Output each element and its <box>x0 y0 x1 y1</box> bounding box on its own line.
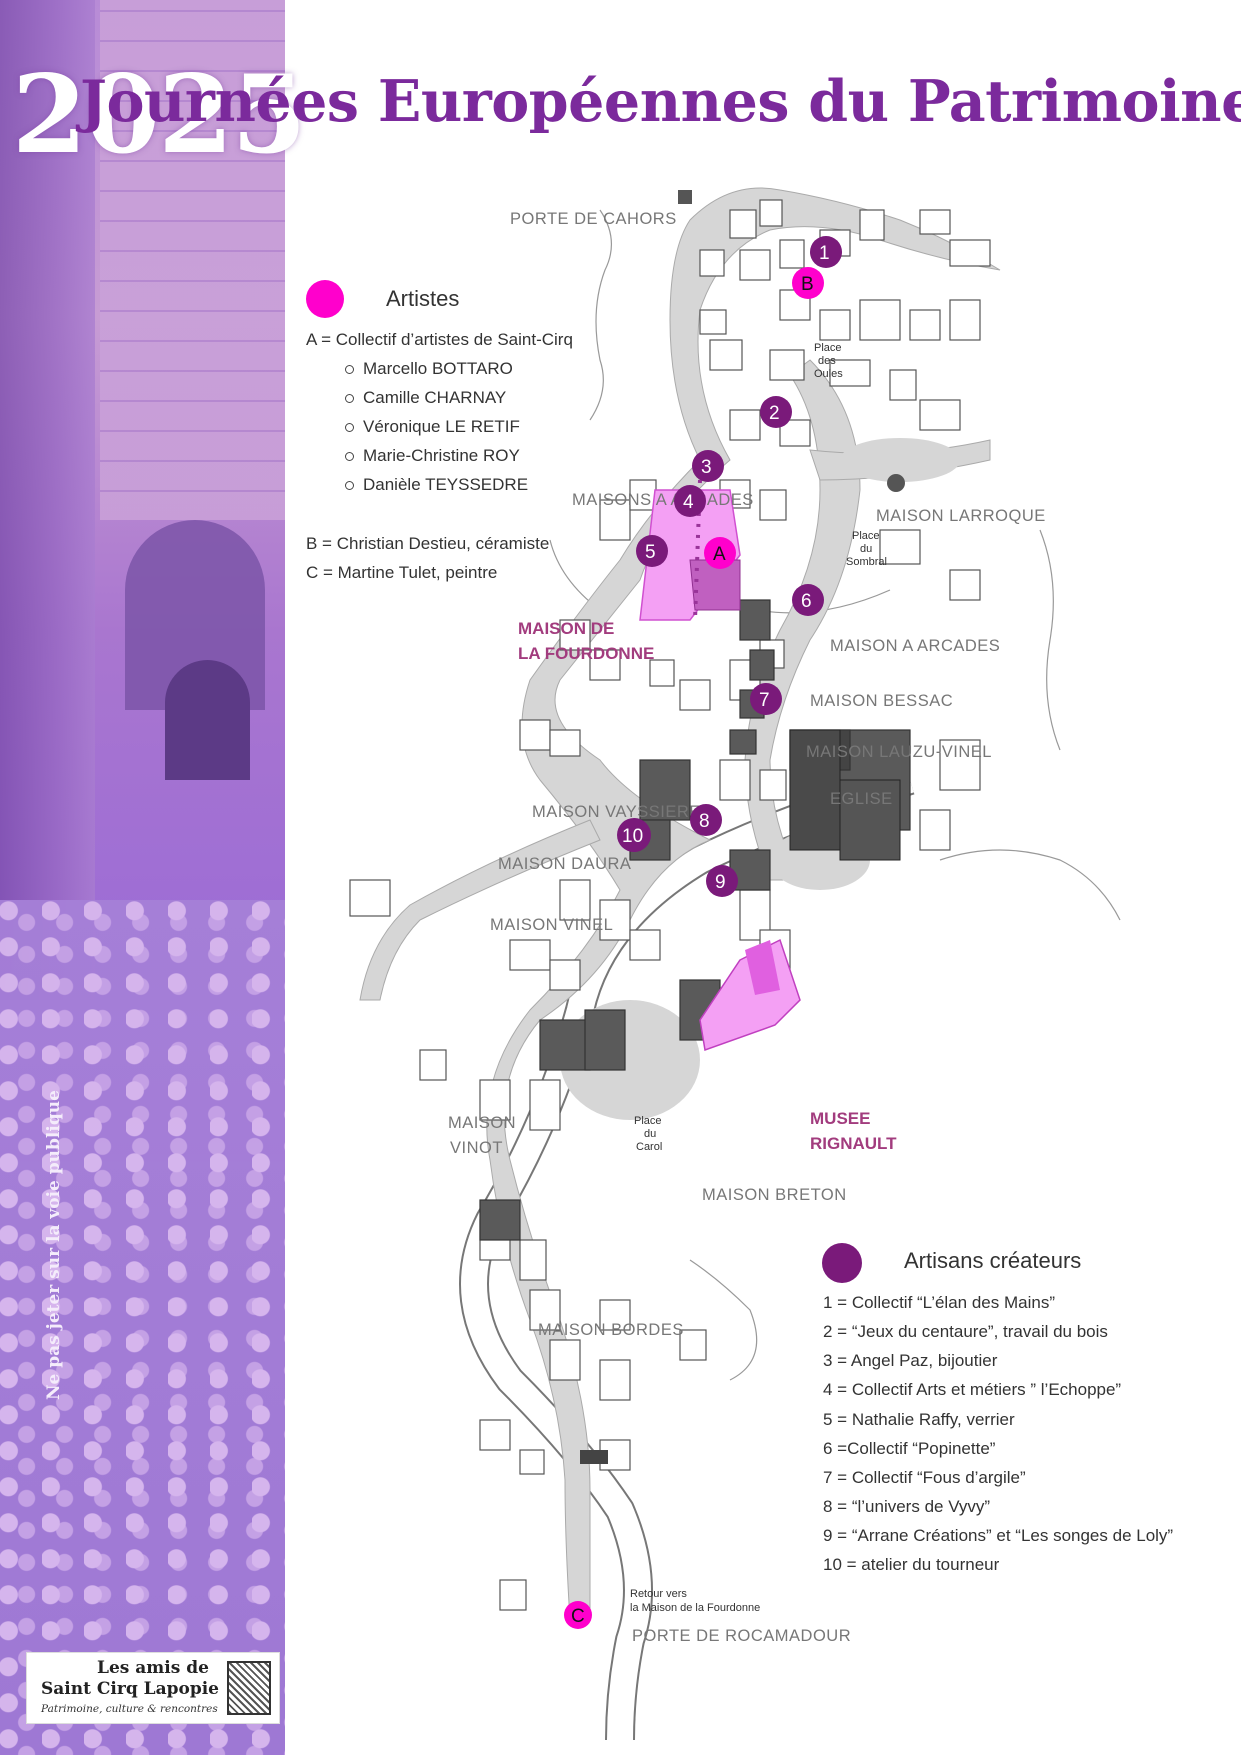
artist-c-label: C = Martine Tulet, peintre <box>306 563 498 582</box>
main-street <box>486 187 1001 1621</box>
artisan-item: 3 = Angel Paz, bijoutier <box>823 1351 998 1370</box>
photo-wall <box>0 0 95 1000</box>
side-photo-strip: Ne pas jeter sur la voie publique <box>0 0 285 1755</box>
photo-cobblestones <box>0 900 285 1755</box>
porte-rocamadour-icon <box>580 1450 608 1464</box>
artist-legend-dot <box>306 280 344 318</box>
logo-emblem-icon <box>227 1661 271 1715</box>
label-eglise: EGLISE <box>830 790 893 808</box>
label-place-sombral: du <box>860 543 872 555</box>
artisan-marker-1: 1 <box>810 236 842 268</box>
label-retour: la Maison de la Fourdonne <box>630 1602 760 1614</box>
photo-arch-inner <box>165 660 250 780</box>
label-maison-vinot: VINOT <box>450 1139 503 1157</box>
artisan-marker-6: 6 <box>792 584 824 616</box>
logo-tagline: Patrimoine, culture & rencontres <box>41 1703 218 1715</box>
artist-b-label: B = Christian Destieu, céramiste <box>306 534 550 553</box>
label-place-oules: Place <box>814 342 842 354</box>
label-porte-cahors: PORTE DE CAHORS <box>510 210 677 228</box>
artisan-item: 2 = “Jeux du centaure”, travail du bois <box>823 1322 1108 1341</box>
label-place-sombral: Sombral <box>846 556 887 568</box>
label-maison-bordes: MAISON BORDES <box>538 1321 684 1339</box>
svg-text:C: C <box>571 1606 585 1627</box>
label-place-carol: Place <box>634 1115 662 1127</box>
photo-tower <box>100 0 285 520</box>
artisan-item: 6 =Collectif “Popinette” <box>823 1439 996 1458</box>
svg-text:9: 9 <box>715 872 726 893</box>
logo-line1: Les amis de <box>97 1658 209 1678</box>
label-retour: Retour vers <box>630 1588 687 1600</box>
artisan-legend-dot <box>822 1243 862 1283</box>
svg-text:B: B <box>801 274 814 295</box>
porte-cahors-icon <box>678 190 692 204</box>
label-place-oules: Oules <box>814 368 843 380</box>
logo-line2: Saint Cirq Lapopie <box>41 1679 219 1699</box>
artisan-item: 1 = Collectif “L’élan des Mains” <box>823 1293 1055 1312</box>
label-place-carol: du <box>644 1128 656 1140</box>
label-musee: RIGNAULT <box>810 1134 897 1153</box>
label-porte-rocamadour: PORTE DE ROCAMADOUR <box>632 1627 851 1645</box>
artisan-item: 7 = Collectif “Fous d’argile” <box>823 1468 1026 1487</box>
svg-text:7: 7 <box>759 690 770 711</box>
svg-text:8: 8 <box>699 811 710 832</box>
artist-member: Véronique LE RETIF <box>345 417 520 436</box>
buildings-white <box>349 199 991 1611</box>
svg-text:2: 2 <box>769 403 780 424</box>
artist-marker-c: C <box>564 1601 592 1629</box>
label-maison-vinot: MAISON <box>448 1114 516 1132</box>
artist-member: Marcello BOTTARO <box>345 359 513 378</box>
sombral-dot <box>887 474 905 492</box>
artisan-item: 10 = atelier du tourneur <box>823 1555 1000 1574</box>
label-maison-breton: MAISON BRETON <box>702 1186 847 1204</box>
label-place-oules: des <box>818 355 836 367</box>
svg-text:5: 5 <box>645 542 656 563</box>
label-maison-arcades: MAISON A ARCADES <box>830 637 1000 655</box>
artisan-marker-7: 7 <box>750 683 782 715</box>
artisan-marker-3: 3 <box>692 450 724 482</box>
artisans-heading: Artisans créateurs <box>904 1248 1082 1273</box>
year: 2025 <box>12 52 307 178</box>
artisan-marker-4: 4 <box>674 485 706 517</box>
logo: Les amis de Saint Cirq Lapopie Patrimoin… <box>26 1652 280 1724</box>
svg-text:1: 1 <box>819 243 830 264</box>
artist-a-label: A = Collectif d’artistes de Saint-Cirq <box>306 330 573 349</box>
label-maison-daura: MAISON DAURA <box>498 855 631 873</box>
artisan-marker-10: 10 <box>617 818 651 852</box>
svg-text:3: 3 <box>701 457 712 478</box>
artisan-item: 4 = Collectif Arts et métiers ” l’Echopp… <box>823 1380 1122 1399</box>
highlight-musee <box>699 938 801 1052</box>
artisan-marker-9: 9 <box>706 865 738 897</box>
svg-text:10: 10 <box>622 826 643 847</box>
svg-text:A: A <box>713 544 726 565</box>
artist-marker-b: B <box>792 267 824 299</box>
artisan-item: 9 = “Arrane Créations” et “Les songes de… <box>823 1526 1174 1545</box>
label-maison-lauzu-vinel: MAISON LAUZU-VINEL <box>806 743 992 761</box>
artistes-heading: Artistes <box>386 286 460 311</box>
label-place-carol: Carol <box>636 1141 662 1153</box>
label-fourdonne: LA FOURDONNE <box>518 644 654 663</box>
church <box>789 729 901 861</box>
label-maison-vayssieres: MAISON VAYSSIERES <box>532 803 712 821</box>
artisan-marker-8: 8 <box>690 804 722 836</box>
label-maison-vinel: MAISON VINEL <box>490 916 613 934</box>
label-musee: MUSEE <box>810 1109 870 1128</box>
artisan-marker-2: 2 <box>760 396 792 428</box>
artist-member: Marie-Christine ROY <box>345 446 520 465</box>
svg-text:4: 4 <box>683 492 694 513</box>
svg-text:6: 6 <box>801 591 812 612</box>
artist-marker-a: A <box>704 537 736 569</box>
artisan-item: 8 = “l’univers de Vyvy” <box>823 1497 991 1516</box>
artist-member: Camille CHARNAY <box>344 388 507 407</box>
artisan-item: 5 = Nathalie Raffy, verrier <box>823 1410 1015 1429</box>
label-fourdonne: MAISON DE <box>518 619 614 638</box>
artisan-marker-5: 5 <box>636 535 668 567</box>
page-title: Journées Européennes du Patrimoine <box>80 68 1241 135</box>
label-place-sombral: Place <box>852 530 880 542</box>
label-maisons-arcades: MAISONS A ARCADES <box>572 491 754 509</box>
artist-member: Danièle TEYSSEDRE <box>344 475 529 494</box>
label-maison-larroque: MAISON LARROQUE <box>876 507 1046 525</box>
label-maison-bessac: MAISON BESSAC <box>810 692 953 710</box>
vertical-notice: Ne pas jeter sur la voie publique <box>44 1090 64 1400</box>
village-map: PORTE DE CAHORS Place des Oules MAISONS … <box>349 187 1121 1740</box>
